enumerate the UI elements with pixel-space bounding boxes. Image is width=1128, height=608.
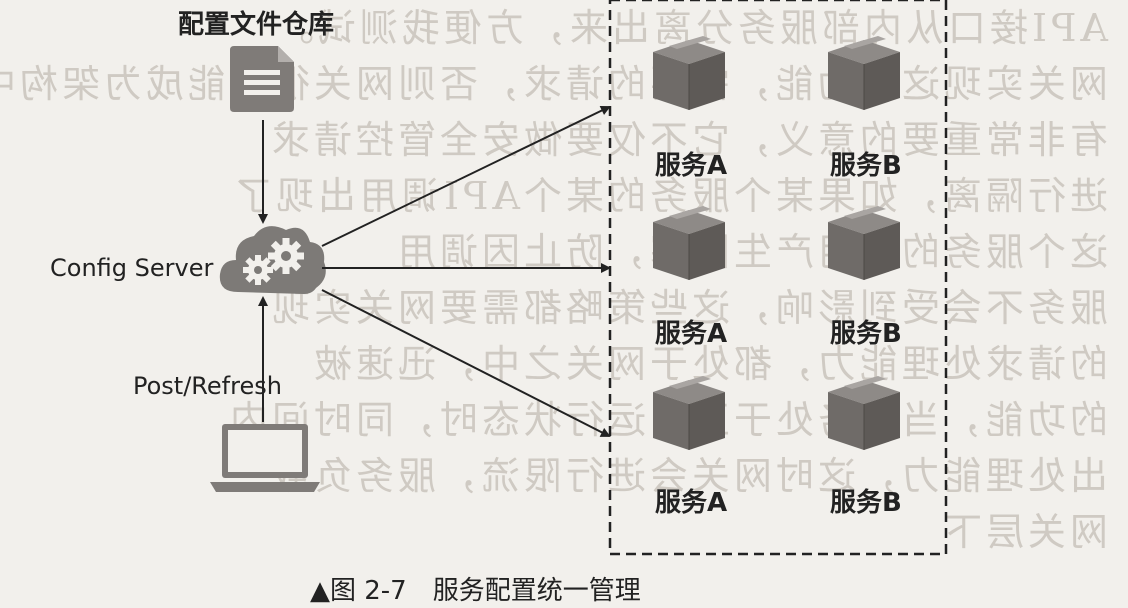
- package-box-icon: [827, 35, 901, 111]
- config-repo-label: 配置文件仓库: [178, 10, 335, 40]
- service-label: 服务B: [830, 151, 902, 181]
- document-icon: [230, 46, 294, 112]
- package-box-icon: [652, 205, 726, 281]
- package-box-icon: [827, 205, 901, 281]
- service-label: 服务A: [655, 151, 728, 181]
- service-label: 服务B: [830, 319, 902, 349]
- services-container: [608, 0, 948, 556]
- server-to-services-arrow-bottom: [321, 289, 611, 437]
- post-refresh-label: Post/Refresh: [133, 372, 282, 400]
- service-label: 服务B: [830, 488, 902, 518]
- service-label: 服务A: [655, 488, 728, 518]
- laptop-icon: [210, 424, 320, 492]
- service-label: 服务A: [655, 319, 728, 349]
- package-box-icon: [652, 375, 726, 451]
- cloud-gear-icon: [219, 226, 326, 294]
- config-server-label: Config Server: [50, 254, 214, 282]
- package-box-icon: [652, 35, 726, 111]
- package-box-icon: [827, 375, 901, 451]
- figure-caption: ▲图 2-7 服务配置统一管理: [310, 576, 641, 606]
- server-to-services-arrow-top: [321, 105, 611, 247]
